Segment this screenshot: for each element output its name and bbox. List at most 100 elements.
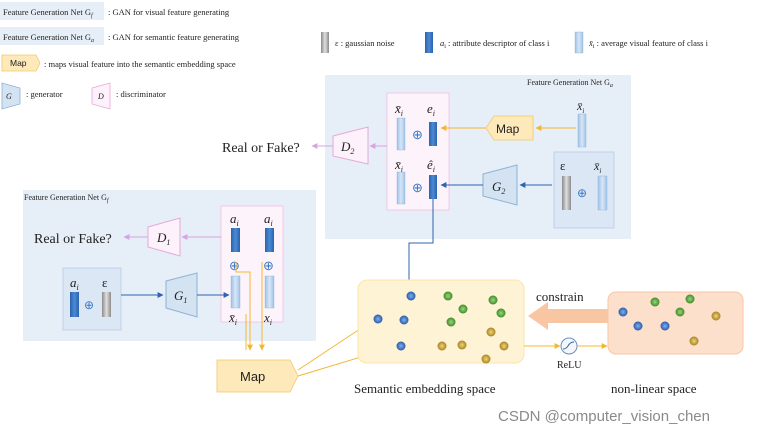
ga-noise-xbar-label: x̄i (593, 159, 601, 175)
semantic-point (496, 308, 506, 318)
gf-a1-label: ai (230, 211, 239, 228)
ga-xbar-bottom-bar (396, 171, 406, 205)
gf-g1-label: G1 (174, 288, 187, 305)
ga-plus-bottom: ⊕ (412, 180, 423, 195)
ga-noise-eps-label: ε (560, 158, 566, 173)
legend-visual-desc: x̄i : average visual feature of class i (588, 38, 709, 50)
legend-ga-desc: : GAN for semantic feature generating (108, 32, 240, 42)
legend-noise-bar (321, 32, 329, 53)
ga-plus-top: ⊕ (412, 127, 423, 142)
watermark: CSDN @computer_vision_chen (498, 408, 710, 425)
gf-input-a-bar (70, 292, 79, 317)
ga-map-box (485, 115, 534, 141)
gf-to-map-arrow-1 (235, 262, 253, 351)
ga-ehat-to-semantic-arrow (406, 199, 434, 287)
ga-panel: Feature Generation Net Ga x̄i ei ⊕ x̄i ê… (222, 75, 631, 287)
nonlinear-point (650, 297, 660, 307)
gf-d1-label: D1 (156, 230, 170, 247)
legend-generator-letter: G (6, 92, 12, 101)
legend-discriminator-letter: D (97, 92, 104, 101)
constrain-label: constrain (536, 289, 584, 304)
ga-e-hat-bar (429, 175, 437, 199)
relu-curve-icon (562, 341, 575, 350)
semantic-point (499, 341, 509, 351)
gf-discriminator-shape (147, 217, 181, 257)
semantic-space-label: Semantic embedding space (354, 381, 496, 396)
nonlinear-space-label: non-linear space (611, 381, 697, 396)
bottom-map-label: Map (240, 369, 265, 384)
legend-gf-swatch (0, 2, 104, 20)
gf-x2-bar (264, 275, 275, 309)
ga-map-label: Map (496, 122, 520, 136)
gf-input-block (62, 267, 122, 331)
ga-panel-title: Feature Generation Net Ga (527, 78, 613, 89)
gf-input-eps-bar (102, 292, 111, 317)
ga-e-hat-label: êi (427, 157, 435, 174)
ga-generator-shape (482, 164, 518, 206)
gf-a2-label: ai (264, 211, 273, 228)
gf-x1-label: x̄i (228, 310, 237, 327)
gf-x2-label: xi (263, 310, 272, 327)
legend-generator-desc: : generator (26, 89, 63, 99)
constrain-arrow (528, 302, 608, 330)
semantic-point (399, 315, 409, 325)
ga-xbar-top-bar (396, 117, 406, 151)
relu-node (560, 337, 578, 355)
legend-attribute-bar (425, 32, 433, 53)
semantic-point (458, 304, 468, 314)
gf-plus-left: ⊕ (229, 258, 240, 273)
semantic-point (486, 327, 496, 337)
nonlinear-point (685, 294, 695, 304)
ga-noise-plus: ⊕ (577, 186, 587, 200)
nonlinear-point (689, 336, 699, 346)
semantic-point (437, 341, 447, 351)
ga-noise-bar (562, 176, 571, 210)
legend-noise-desc: ε : gaussian noise (335, 38, 395, 48)
legend-gf-label: Feature Generation Net Gf (3, 7, 94, 19)
ga-real-or-fake: Real or Fake? (222, 141, 300, 156)
ga-discriminator-shape (332, 126, 369, 165)
gf-a1-bar (231, 228, 240, 252)
nonlinear-point (711, 311, 721, 321)
legend-visual-bar (574, 31, 584, 54)
legend-map-desc: : maps visual feature into the semantic … (44, 59, 236, 69)
bottom-map-box (216, 359, 299, 393)
gf-panel-title: Feature Generation Net Gf (24, 193, 110, 204)
gf-plus-right: ⊕ (263, 258, 274, 273)
semantic-point (488, 295, 498, 305)
legend-gf-desc: : GAN for visual feature generating (108, 7, 230, 17)
ga-d2-label: D2 (340, 139, 354, 156)
ga-map-input-bar (577, 113, 587, 148)
gf-panel: Feature Generation Net Gf ai ai ⊕ ⊕ x̄i … (23, 190, 316, 341)
ga-map-input-label: x̄i (576, 99, 584, 115)
semantic-point (396, 341, 406, 351)
nonlinear-point (675, 307, 685, 317)
gf-input-plus: ⊕ (84, 298, 94, 312)
ga-g2-label: G2 (492, 179, 505, 196)
legend-map-swatch (1, 54, 41, 72)
semantic-point (373, 314, 383, 324)
gf-generator-shape (165, 272, 198, 318)
legend-generator-swatch (1, 82, 21, 110)
nonlinear-point (618, 307, 628, 317)
legend-attribute-desc: ai : attribute descriptor of class i (440, 38, 550, 50)
semantic-point (446, 317, 456, 327)
ga-noise-xbar-bar (597, 175, 608, 211)
legend-discriminator-swatch (91, 82, 111, 110)
legend-discriminator-desc: : discriminator (116, 89, 166, 99)
nonlinear-points (618, 294, 721, 346)
relu-label: ReLU (557, 360, 582, 371)
gf-a2-bar (265, 228, 274, 252)
gf-real-or-fake: Real or Fake? (34, 232, 112, 247)
legend-map-label: Map (10, 58, 27, 68)
semantic-points (373, 291, 509, 364)
nonlinear-point (660, 321, 670, 331)
ga-xbar-top-label: x̄i (394, 101, 403, 118)
legend: Feature Generation Net Gf : GAN for visu… (0, 2, 709, 110)
semantic-embedding-space (357, 279, 525, 364)
semantic-point (443, 291, 453, 301)
ga-xbar-bottom-label: x̄i (394, 157, 403, 174)
gf-x1-bar (230, 275, 241, 309)
non-linear-space (607, 291, 744, 355)
semantic-point (406, 291, 416, 301)
